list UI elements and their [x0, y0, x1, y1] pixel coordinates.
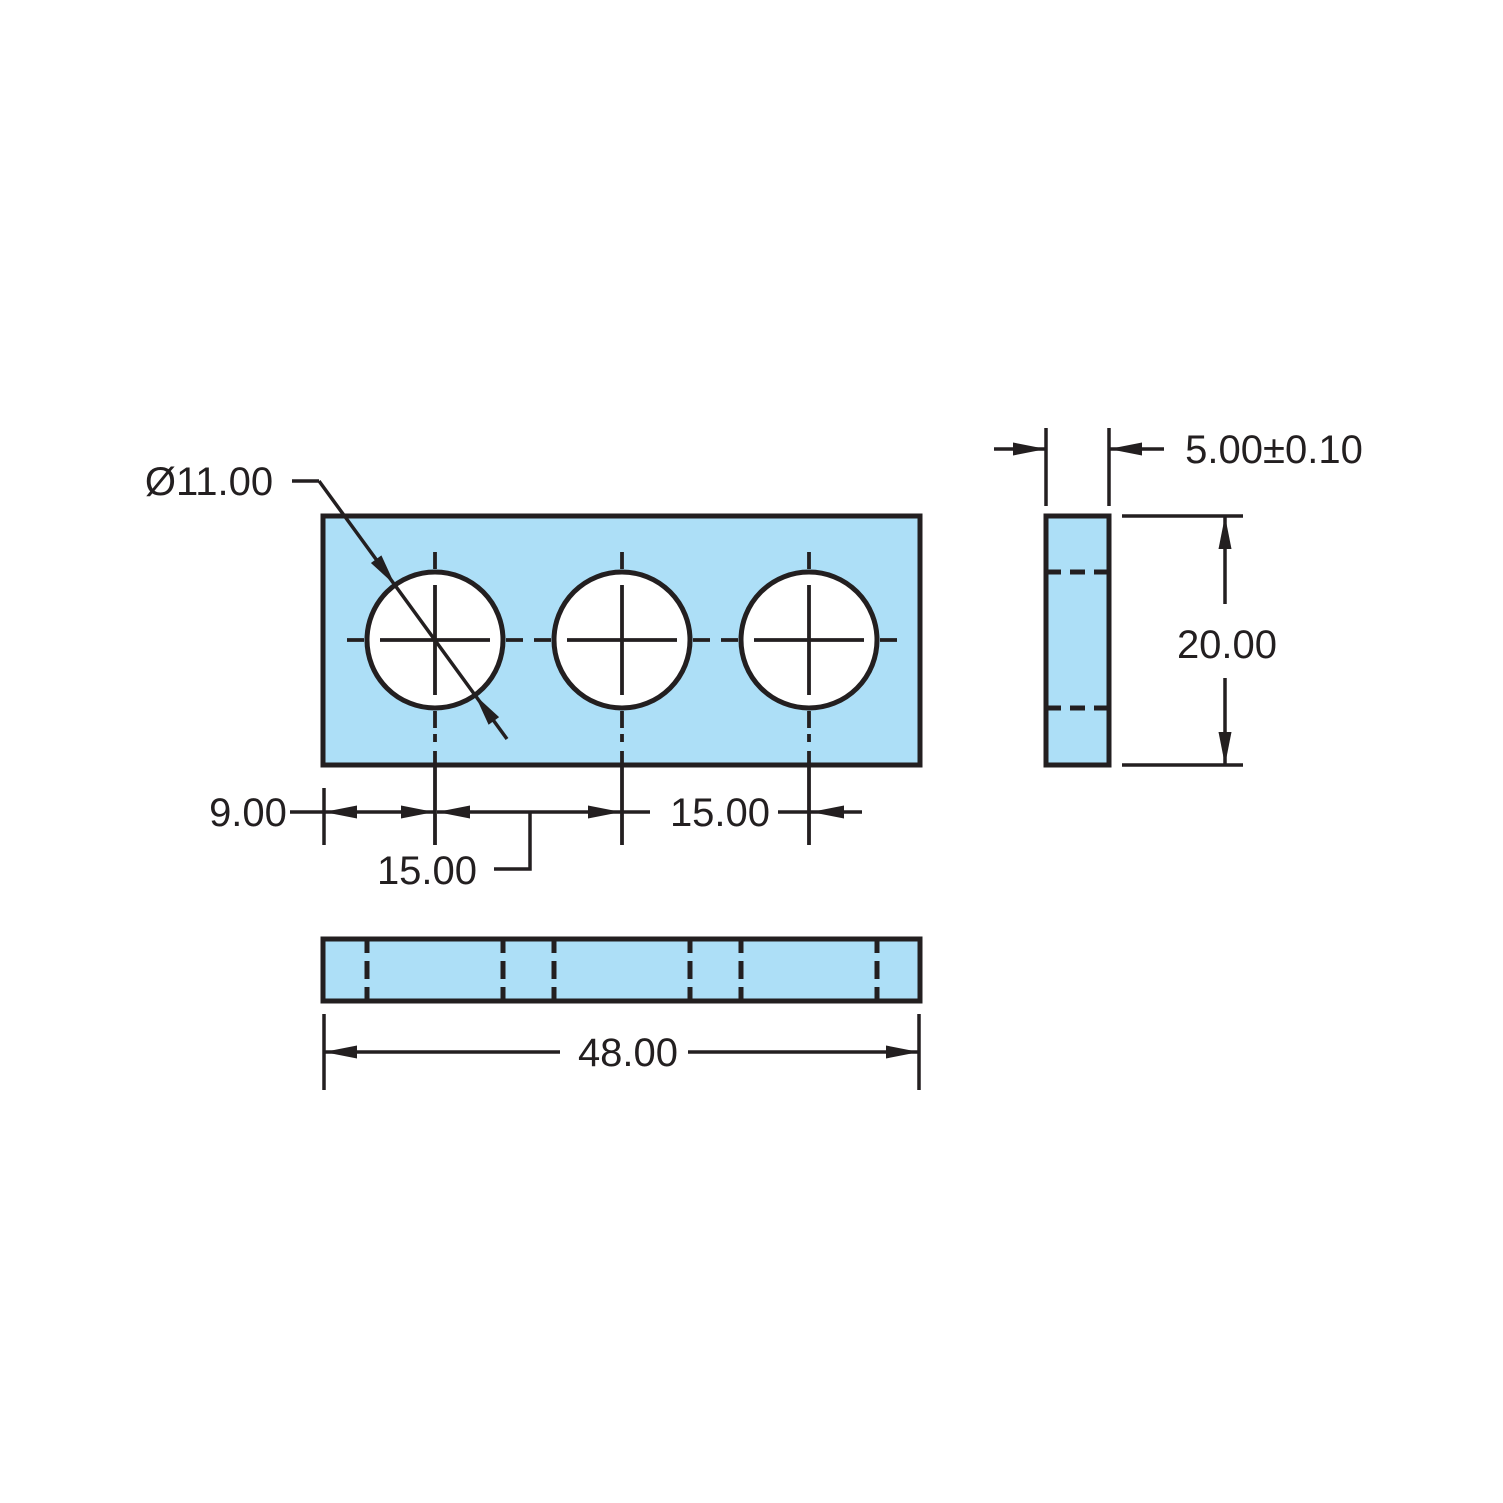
dim-length-arrow-left-icon [324, 1045, 357, 1059]
dim-height-arrow-down-icon [1218, 732, 1232, 765]
side-view-dimensions: 5.00±0.10 20.00 [994, 428, 1363, 767]
dim-15-first-arrow-left-icon [437, 805, 470, 819]
hole-diameter-label: Ø11.00 [145, 460, 273, 504]
dim-15-first-arrow-right-icon [588, 805, 621, 819]
diameter-arrow-lower-icon [475, 695, 500, 725]
dim-15-second-label: 15.00 [670, 791, 770, 835]
side-view [1043, 513, 1112, 768]
dim-thickness-label: 5.00±0.10 [1185, 428, 1363, 472]
bottom-view [320, 936, 923, 1004]
dim-height-arrow-up-icon [1218, 516, 1232, 549]
diameter-arrow-upper-icon [370, 555, 395, 585]
dim-9-arrow-left-icon [324, 805, 357, 819]
dim-9-arrow-right-icon [401, 805, 434, 819]
dim-15-second-arrow-icon [811, 805, 844, 819]
dim-length-label: 48.00 [578, 1031, 678, 1075]
bottom-view-dimensions: 48.00 [322, 1014, 921, 1090]
bottom-view-plate [320, 936, 923, 1004]
dim-15-first-leader [494, 812, 532, 871]
diameter-callout: Ø11.00 [145, 460, 509, 741]
front-view [320, 513, 923, 845]
dim-15-first-label: 15.00 [377, 849, 477, 893]
dim-thickness-arrow-left-icon [1013, 442, 1046, 456]
front-view-dimensions: 9.00 15.00 15.00 [209, 788, 862, 893]
dim-9-label: 9.00 [209, 791, 287, 835]
dim-length-arrow-right-icon [886, 1045, 919, 1059]
side-view-plate [1043, 513, 1112, 768]
dim-thickness-arrow-right-icon [1109, 442, 1142, 456]
dim-height-label: 20.00 [1177, 623, 1277, 667]
